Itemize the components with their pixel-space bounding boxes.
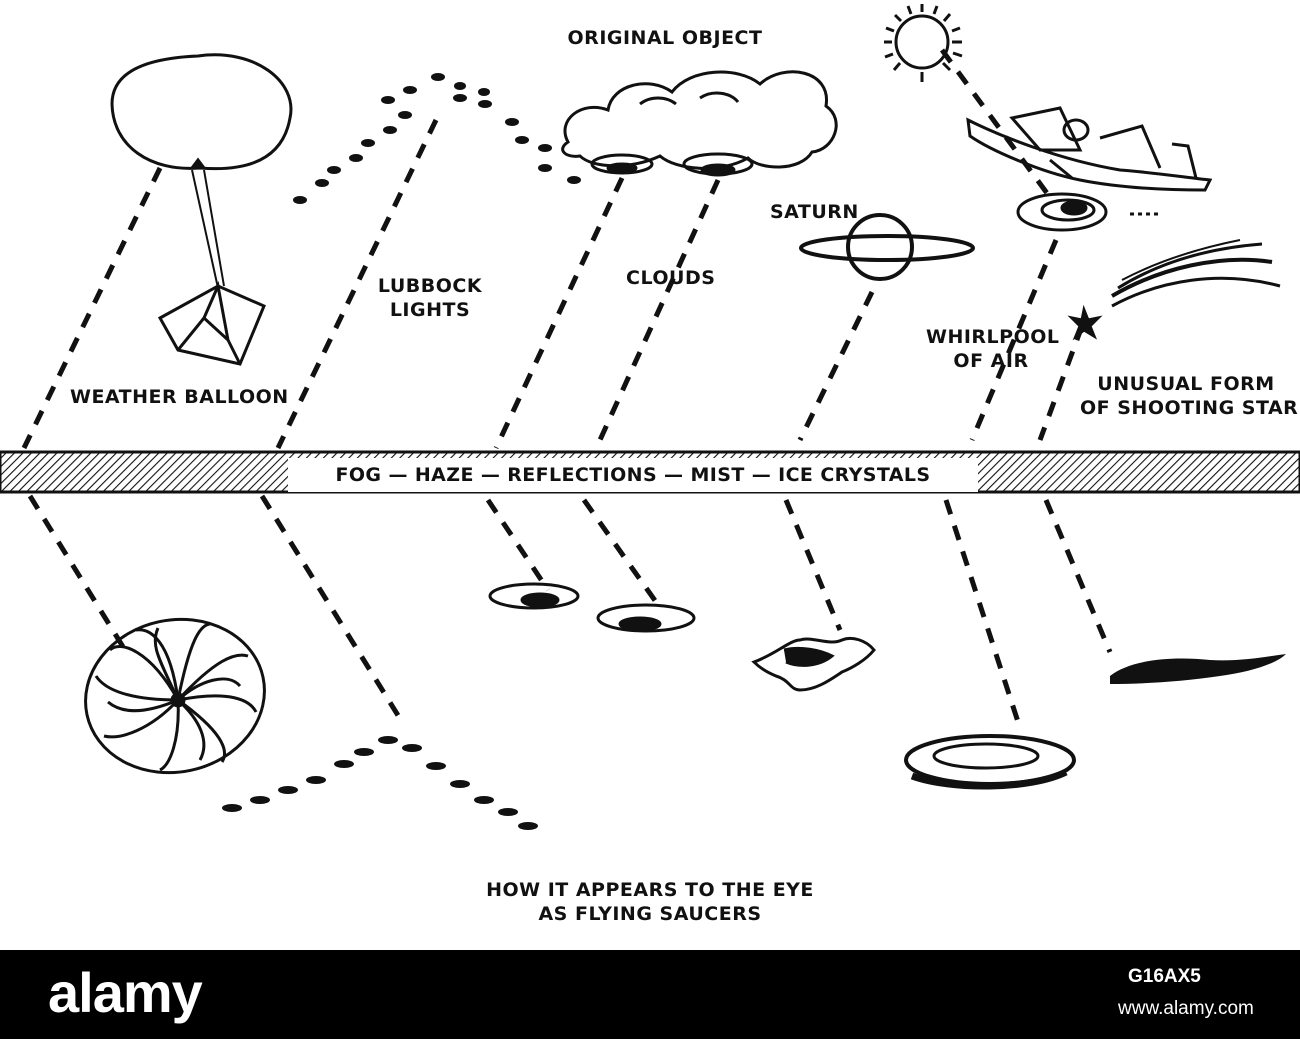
clouds-drawing bbox=[561, 70, 838, 177]
airplane-drawing bbox=[966, 106, 1213, 192]
bottom-heading: HOW IT APPEARS TO THE EYE AS FLYING SAUC… bbox=[420, 878, 880, 926]
saturn-line-top bbox=[797, 290, 875, 442]
cloud1-line-top bbox=[493, 176, 625, 450]
label-lubbock-lights: LUBBOCK LIGHTS bbox=[370, 274, 490, 322]
balloon-saucer-drawing bbox=[84, 617, 266, 775]
balloon-line-bottom bbox=[27, 494, 128, 652]
cloud2-line-bottom bbox=[581, 498, 659, 604]
whirlpool-line-bottom bbox=[943, 499, 1023, 729]
footer-logo: alamy bbox=[48, 961, 203, 1024]
label-clouds: CLOUDS bbox=[626, 267, 716, 289]
lubbock-line-bottom bbox=[259, 494, 407, 727]
saturn-drawing bbox=[799, 213, 975, 281]
bottom-heading-line2: AS FLYING SAUCERS bbox=[538, 903, 762, 925]
sun-ray-line bbox=[939, 48, 1055, 202]
shooting-star-drawing bbox=[1067, 239, 1281, 341]
star-line-top bbox=[1037, 325, 1085, 441]
lubbock-line-top bbox=[275, 118, 439, 450]
footer-image-id: G16AX5 bbox=[1128, 966, 1201, 987]
label-whirlpool-line1: WHIRLPOOL bbox=[926, 326, 1060, 348]
whirlpool-drawing bbox=[1016, 192, 1160, 232]
saturn-saucer-drawing bbox=[751, 636, 876, 692]
star-line-bottom bbox=[1043, 499, 1113, 653]
label-whirlpool: WHIRLPOOL OF AIR bbox=[926, 325, 1060, 373]
label-shooting-star-line1: UNUSUAL FORM bbox=[1097, 373, 1275, 395]
lubbock-saucer-dots bbox=[222, 736, 538, 830]
label-shooting-star-line2: OF SHOOTING STAR bbox=[1080, 397, 1299, 419]
cloud1-line-bottom bbox=[485, 498, 551, 592]
top-heading: ORIGINAL OBJECT bbox=[567, 27, 763, 49]
lubbock-lights-dots bbox=[293, 73, 581, 204]
label-whirlpool-line2: OF AIR bbox=[953, 350, 1029, 372]
whirlpool-line-top bbox=[969, 239, 1059, 441]
label-shooting-star: UNUSUAL FORM OF SHOOTING STAR bbox=[1080, 372, 1299, 420]
diagram-canvas: ORIGINAL OBJECT WEATHER BALLOON LUBBOCK … bbox=[0, 4, 1300, 926]
whirlpool-saucer-drawing bbox=[904, 734, 1076, 790]
cloud2-line-top bbox=[597, 178, 721, 442]
bottom-heading-line1: HOW IT APPEARS TO THE EYE bbox=[486, 879, 814, 901]
band-label: FOG — HAZE — REFLECTIONS — MIST — ICE CR… bbox=[288, 458, 978, 492]
label-saturn: SATURN bbox=[770, 201, 859, 223]
sun-drawing bbox=[884, 4, 963, 82]
watermark-footer bbox=[0, 950, 1300, 1039]
footer-url: www.alamy.com bbox=[1118, 998, 1254, 1019]
saturn-line-bottom bbox=[783, 499, 843, 631]
cloud-saucers-drawing bbox=[488, 582, 696, 633]
shooting-star-saucer-drawing bbox=[1110, 654, 1286, 684]
label-lubbock-line1: LUBBOCK bbox=[377, 275, 483, 297]
weather-balloon-drawing bbox=[110, 53, 293, 366]
label-lubbock-line2: LIGHTS bbox=[389, 299, 471, 321]
label-weather-balloon: WEATHER BALLOON bbox=[70, 386, 289, 408]
